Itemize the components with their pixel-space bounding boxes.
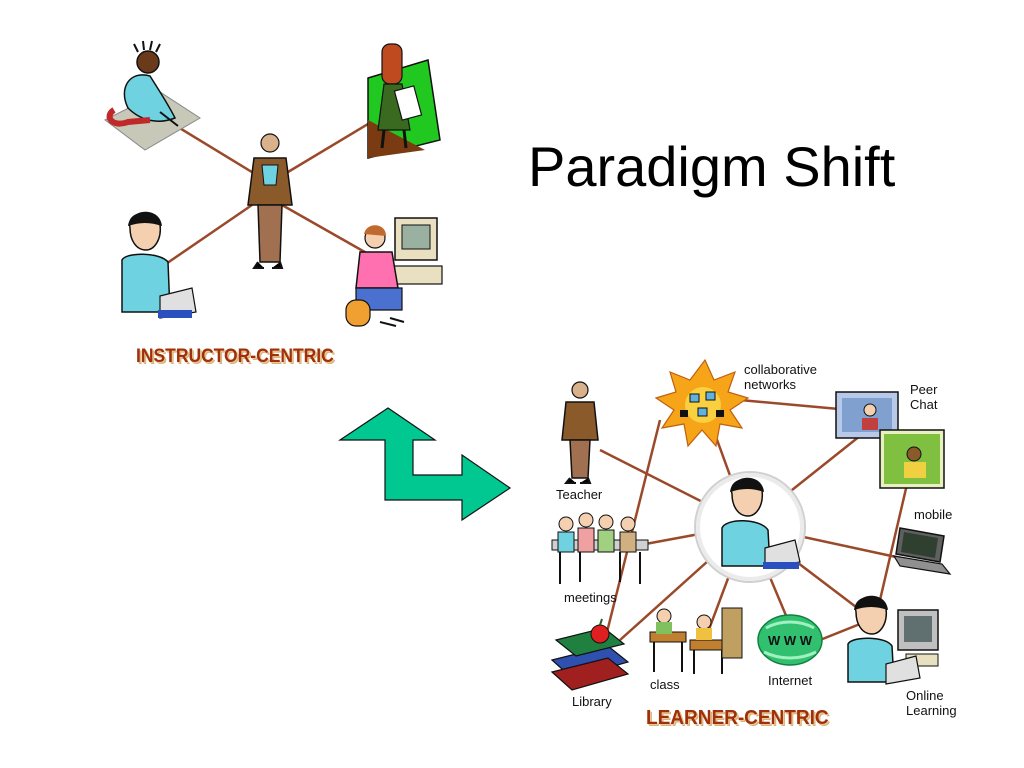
meetings-icon [551, 512, 649, 584]
learning-text: Learning [906, 703, 957, 718]
student-thinking-icon [121, 211, 197, 319]
classroom-icon [649, 607, 743, 674]
networks-text: networks [744, 377, 797, 392]
node-label-online-learning: Online Learning [906, 688, 957, 718]
student-computer-icon [345, 217, 443, 327]
library-books-icon [550, 618, 630, 691]
student-writing-icon [104, 40, 201, 151]
chat-text: Chat [910, 397, 938, 412]
node-label-teacher: Teacher [556, 487, 603, 502]
connector-student-writing [177, 125, 266, 182]
peer-text: Peer [910, 382, 938, 397]
instructor-icon [247, 133, 293, 269]
collaborative-text: collaborative [744, 362, 817, 377]
collaborative-networks-icon [654, 358, 750, 448]
connector-student-computer [281, 203, 371, 257]
www-globe-icon: W W W [757, 614, 823, 666]
node-label-peer-chat: Peer Chat [910, 382, 937, 412]
connector-peer-online [878, 479, 910, 601]
online-text: Online [906, 688, 944, 703]
node-label-class: class [650, 677, 680, 692]
teacher-icon [561, 381, 599, 484]
transition-arrow [338, 407, 512, 522]
node-label-mobile: mobile [914, 507, 953, 522]
learner-centric-label: LEARNER-CENTRIC [646, 707, 829, 729]
connector-networks-peer [739, 398, 851, 412]
slide-title: Paradigm Shift [528, 135, 896, 198]
node-label-collaborative: collaborative networks [744, 362, 817, 392]
connector-student-thinking [159, 203, 253, 270]
node-label-library: Library [572, 694, 612, 709]
www-label: W W W [768, 633, 813, 648]
instructor-centric-label: INSTRUCTOR-CENTRIC [136, 346, 334, 367]
instructor-connectors [159, 116, 379, 270]
peer-chat-icon [835, 391, 945, 489]
online-learning-icon [847, 595, 939, 685]
central-learner-icon [694, 471, 806, 583]
node-label-meetings: meetings [564, 590, 617, 605]
node-label-internet: Internet [768, 673, 813, 688]
student-reading-icon [367, 43, 441, 159]
mobile-laptop-icon [892, 527, 952, 575]
connector-student-reading [277, 116, 379, 180]
